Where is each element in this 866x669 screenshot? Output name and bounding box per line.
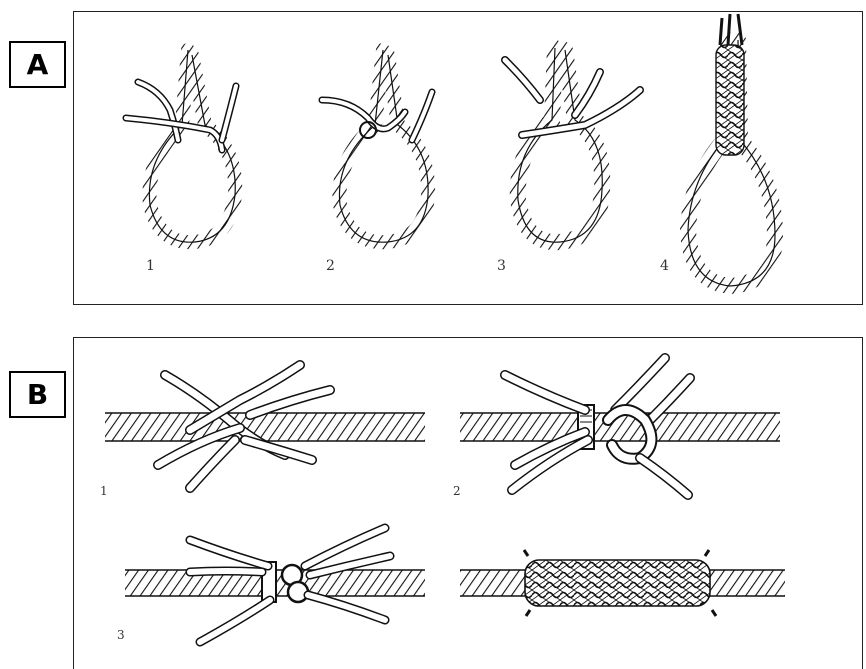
eye-splice-step-3-drawing [505,48,640,242]
eye-splice-step-2-drawing [322,50,432,242]
panel-b-short-splice [73,337,863,669]
step-number-a4: 4 [660,258,669,274]
step-number-a2: 2 [326,258,335,274]
eye-splice-step-1-drawing [126,50,236,242]
eye-splice-step-4-drawing [688,14,775,286]
step-number-a1: 1 [146,258,155,274]
step-number-b2: 2 [453,484,461,498]
step-number-b3: 3 [117,628,125,642]
step-number-b1: 1 [100,484,108,498]
step-number-a3: 3 [497,258,506,274]
